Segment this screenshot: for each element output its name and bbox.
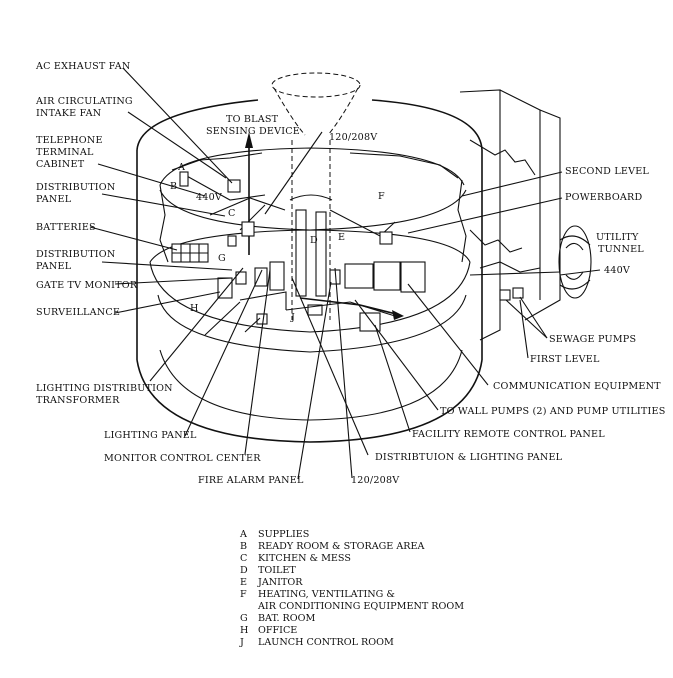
label-lighting-distribution: LIGHTING DISTRIBUTION — [36, 383, 173, 394]
legend-text: LAUNCH CONTROL ROOM — [258, 637, 394, 648]
legend-letter: E — [240, 577, 247, 588]
room-letter-g: G — [218, 253, 226, 264]
label-first-level: FIRST LEVEL — [530, 354, 600, 365]
label-distribution-panel-top: DISTRIBUTION — [36, 182, 115, 193]
legend-letter: D — [240, 565, 248, 576]
legend-letter: B — [240, 541, 247, 552]
label-powerboard: POWERBOARD — [565, 192, 642, 203]
legend-text: TOILET — [258, 565, 296, 576]
label-to-blast: TO BLAST — [226, 114, 279, 125]
room-letter-h: H — [190, 303, 199, 314]
room-letter-j: J — [290, 312, 295, 323]
room-letter-a: A — [177, 162, 186, 173]
label-distribution-lighting-panel: DISTRIBTUION & LIGHTING PANEL — [375, 452, 563, 463]
capsule-structure — [136, 72, 592, 443]
legend-text: KITCHEN & MESS — [258, 553, 351, 564]
label-sensing-device: SENSING DEVICE — [206, 126, 300, 137]
room-letter-f: F — [378, 191, 385, 202]
legend-text: JANITOR — [257, 577, 303, 588]
label-communication-equipment: COMMUNICATION EQUIPMENT — [493, 381, 661, 392]
legend-text: OFFICE — [258, 625, 297, 636]
legend-letter: A — [239, 529, 248, 540]
label-fire-alarm-panel: FIRE ALARM PANEL — [198, 475, 304, 486]
label-sewage-pumps: SEWAGE PUMPS — [549, 334, 636, 345]
room-letter-d: D — [310, 235, 318, 246]
label-air-circulating: AIR CIRCULATING — [35, 96, 133, 107]
label-monitor-control-center: MONITOR CONTROL CENTER — [104, 453, 261, 464]
room-letter-c: C — [228, 208, 236, 219]
legend-letter: C — [240, 553, 247, 564]
label-second-level: SECOND LEVEL — [565, 166, 649, 177]
legend-letter: H — [240, 625, 248, 636]
label-transformer: TRANSFORMER — [36, 395, 120, 406]
legend-text: AIR CONDITIONING EQUIPMENT ROOM — [257, 601, 464, 612]
label-gate-tv-monitor: GATE TV MONITOR — [36, 280, 138, 291]
label-distribution-panel-mid: DISTRIBUTION — [36, 249, 115, 260]
legend-letter: F — [240, 589, 247, 600]
leader-lines — [89, 67, 601, 480]
label-panel-mid: PANEL — [36, 261, 72, 272]
label-surveillance: SURVEILLANCE — [36, 307, 120, 318]
label-voltage-top: 120/208V — [329, 132, 378, 143]
legend-text: READY ROOM & STORAGE AREA — [258, 541, 426, 552]
label-facility-remote-control: FACILITY REMOTE CONTROL PANEL — [412, 429, 605, 440]
legend-letter: J — [239, 637, 244, 648]
legend-text: SUPPLIES — [258, 529, 309, 540]
label-lighting-panel: LIGHTING PANEL — [104, 430, 197, 441]
label-intake-fan: INTAKE FAN — [36, 108, 101, 119]
legend-text: HEATING, VENTILATING & — [258, 589, 395, 600]
label-batteries: BATTERIES — [36, 222, 96, 233]
label-telephone: TELEPHONE — [36, 135, 103, 146]
label-terminal: TERMINAL — [36, 147, 94, 158]
legend-letter: G — [240, 613, 248, 624]
label-voltage-440-left: 440V — [196, 192, 223, 203]
callout-labels: AC EXHAUST FAN AIR CIRCULATING INTAKE FA… — [35, 61, 666, 486]
label-wall-pumps: TO WALL PUMPS (2) AND PUMP UTILITIES — [440, 406, 666, 417]
legend-text: BAT. ROOM — [258, 613, 315, 624]
room-legend: A SUPPLIES B READY ROOM & STORAGE AREA C KITC… — [239, 529, 464, 648]
label-tunnel: TUNNEL — [598, 244, 644, 255]
label-voltage-bottom: 120/208V — [351, 475, 400, 486]
room-letter-e: E — [338, 232, 345, 243]
label-utility: UTILITY — [596, 232, 639, 243]
label-panel-top: PANEL — [36, 194, 72, 205]
label-voltage-440-right: 440V — [604, 265, 631, 276]
label-ac-exhaust-fan: AC EXHAUST FAN — [35, 61, 131, 72]
label-cabinet: CABINET — [36, 159, 85, 170]
room-letters: A B C D E F G H J — [170, 162, 385, 323]
